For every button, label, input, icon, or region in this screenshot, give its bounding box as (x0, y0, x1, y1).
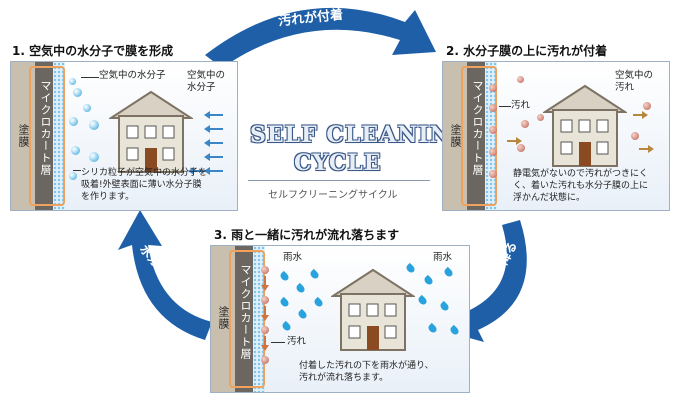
wall-layer (35, 62, 53, 210)
water-molecule (89, 152, 99, 162)
micro-label: マイクロカート層 (239, 264, 252, 360)
pointer-line (499, 106, 511, 107)
label-rain-left: 雨水 (283, 252, 303, 263)
label-dirt: 汚れ (511, 100, 531, 111)
step3-description: 付着した汚れの下を雨水が通り、 汚れが流れ落ちます。 (299, 361, 434, 383)
cycle-title-line2: CYCLE (294, 150, 382, 176)
dirt-particle (631, 132, 639, 140)
wall-layer (235, 246, 253, 392)
cycle-subtitle: セルフクリーニングサイクル (268, 190, 398, 201)
micro-label: マイクロカート層 (39, 80, 52, 176)
house-icon (331, 268, 415, 351)
rain-drop (280, 320, 293, 333)
dirt-particle (537, 114, 544, 121)
arrow-left-icon (204, 139, 223, 147)
pointer-line (81, 77, 99, 78)
dirt-particle (517, 144, 525, 152)
arrow-right-icon (639, 145, 654, 153)
dirt-particle (261, 296, 269, 304)
left-cycle-arrow (118, 210, 212, 340)
rain-drop (416, 294, 429, 307)
step3-title: 3. 雨と一緒に汚れが流れ落ちます (214, 228, 400, 242)
house-icon (543, 84, 627, 167)
pointer-line (271, 342, 285, 343)
arrow-left-icon (204, 111, 223, 119)
step2-description: 静電気がないので汚れがつきにく く、着いた汚れも水分子膜の上に 浮かんだ状態に。 (513, 169, 649, 203)
rain-drop (308, 268, 321, 281)
wall-layer (467, 62, 485, 210)
dirt-particle (489, 84, 497, 92)
water-molecule (89, 120, 99, 130)
dirt-particle (261, 326, 269, 334)
house-icon (109, 90, 193, 173)
arrow-left-icon (204, 167, 223, 175)
coat-layer (211, 246, 235, 392)
title-divider (248, 180, 430, 181)
coat-label: 塗膜 (449, 124, 462, 148)
flow-down-arrow (261, 306, 269, 321)
label-water-molecules: 空気中の水分子 (99, 70, 166, 81)
rain-drop (294, 282, 307, 295)
arrow-right-icon (507, 137, 522, 145)
rain-drop (426, 322, 439, 335)
water-molecule (73, 88, 82, 97)
coat-layer (443, 62, 467, 210)
coat-label: 塗膜 (17, 124, 30, 148)
micro-layer (53, 62, 65, 210)
layer-outline (29, 66, 65, 206)
rain-drop (438, 300, 451, 313)
rain-drop (422, 274, 435, 287)
water-molecule (69, 78, 76, 85)
coat-layer (11, 62, 35, 210)
arrow-left-icon (188, 167, 207, 175)
step1-description: シリカ粒子が空気中の水分子を 吸着!外壁表面に薄い水分子膜 を作ります。 (81, 168, 208, 202)
water-molecule (69, 117, 78, 126)
flow-down-arrow (261, 276, 269, 291)
label-rain-right: 雨水 (433, 252, 453, 263)
micro-label: マイクロカート層 (471, 80, 484, 176)
water-molecule (83, 104, 91, 112)
rain-drop (312, 296, 325, 309)
label-air-water: 空気中の 水分子 (187, 70, 226, 93)
label-dirt: 汚れ (287, 336, 307, 347)
top-cycle-arrow (205, 7, 436, 68)
dirt-particle (489, 148, 497, 156)
dirt-particle (489, 104, 497, 112)
rain-drop (448, 324, 461, 337)
dirt-particle (489, 126, 497, 134)
rain-drop (442, 266, 455, 279)
dirt-particle (261, 266, 269, 274)
dirt-particle (517, 76, 524, 83)
arrow-right-icon (633, 111, 648, 119)
coat-label: 塗膜 (217, 306, 230, 330)
step2-title: 2. 水分子膜の上に汚れが付着 (446, 44, 608, 58)
dirt-particle (521, 120, 529, 128)
rain-drop (278, 270, 291, 283)
step1-panel: 塗膜 マイクロカート層 空気中の水分子 空気中の 水分子 シリカ粒子が空気中の水… (10, 61, 238, 211)
step1-title: 1. 空気中の水分子で膜を形成 (12, 44, 174, 58)
arrow-left-icon (204, 125, 223, 133)
pointer-line (73, 170, 81, 171)
rain-drop (296, 308, 309, 321)
rain-drop (278, 296, 291, 309)
water-molecule (71, 146, 80, 155)
label-air-dirt: 空気中の 汚れ (615, 70, 654, 93)
dirt-particle (261, 356, 269, 364)
water-molecule (69, 172, 77, 180)
micro-layer (253, 246, 265, 392)
dirt-particle (489, 170, 497, 178)
step3-panel: 塗膜 マイクロカート層 雨水 雨水 汚れ 付着した汚れの下を雨水が通り、 汚れが… (210, 245, 470, 393)
dirt-particle (643, 102, 651, 110)
layer-outline (461, 66, 497, 206)
flow-down-arrow (261, 336, 269, 351)
arrow-left-icon (204, 153, 223, 161)
step2-panel: 塗膜 マイクロカート層 汚れ 空気中の 汚れ 静電気がないので汚れがつきにく く… (442, 61, 670, 211)
cycle-title-line1: SELF CLEANING (250, 122, 471, 148)
